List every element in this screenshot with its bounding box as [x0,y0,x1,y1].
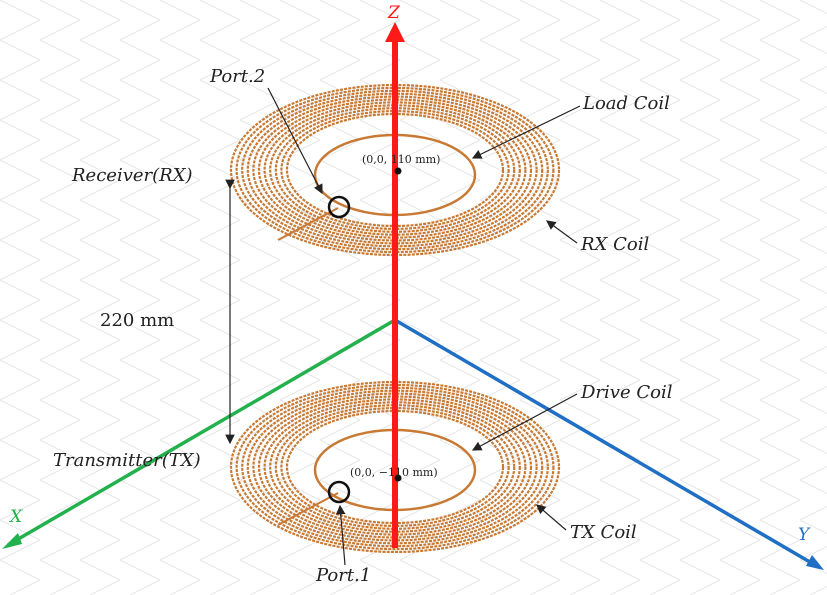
port2-label: Port.2 [209,66,265,87]
rx-coil-label: RX Coil [580,234,649,255]
load-coil-label: Load Coil [582,93,670,114]
transmitter-label: Transmitter(TX) [53,450,201,471]
port1-marker [327,480,351,504]
distance-label: 220 mm [100,310,174,331]
rx-coil-callout [546,220,578,244]
port1-callout [335,504,346,566]
rx-lead [277,207,339,241]
tx-lead [277,492,339,526]
rx-coil-turn [263,101,527,239]
rx-center-coordinate: (0,0, 110 mm) [362,153,440,166]
tx-coil-callout [536,504,567,531]
receiver-label: Receiver(RX) [71,165,193,186]
port2-callout [267,87,323,195]
z-axis-arrowhead [385,22,405,42]
tx-center-coordinate: (0,0, −110 mm) [350,466,438,479]
y-axis [394,318,816,567]
drive-coil-callout [471,393,578,451]
y-axis-label: Y [798,525,811,545]
port1-label: Port.1 [315,565,371,586]
x-axis-arrowhead [2,533,22,549]
tx-coil-turn [263,398,527,536]
y-axis-arrowhead [806,555,824,570]
drive-coil-label: Drive Coil [580,382,673,403]
port2-marker [327,195,351,219]
load-coil-callout [471,105,581,159]
z-axis-label: Z [387,3,401,23]
tx-center-point [394,474,402,482]
x-axis-label: X [8,507,23,527]
rx-center-point [394,167,402,175]
x-axis [7,318,396,547]
tx-coil-label: TX Coil [570,522,637,543]
